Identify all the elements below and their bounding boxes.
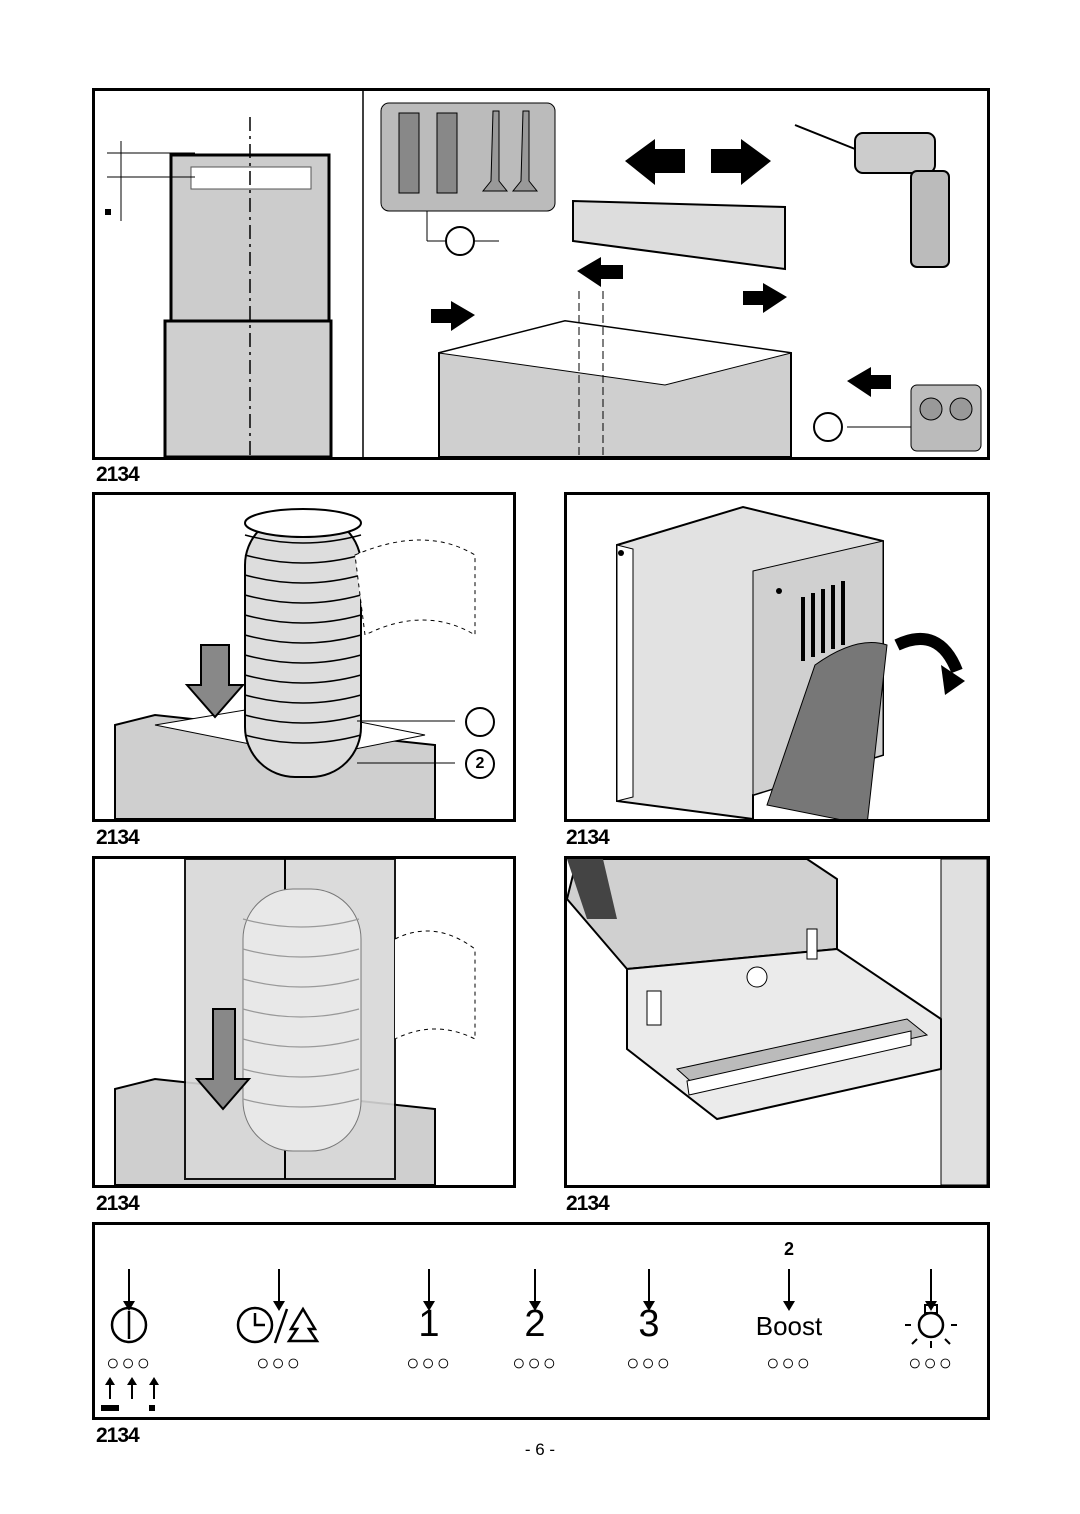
led-indicators: ○○○ <box>256 1350 302 1375</box>
led-indicators: ○○○ <box>908 1350 954 1375</box>
figure-1-label: 2134 <box>96 463 140 486</box>
power-icon[interactable] <box>92 1303 189 1349</box>
speed-2-button[interactable]: 2 <box>524 1303 546 1345</box>
panel-col-power: ○○○ <box>92 1225 189 1415</box>
down-arrow-icon <box>783 1269 795 1311</box>
light-bulb-icon[interactable] <box>871 1303 990 1349</box>
panel-col-speed-3: 3 ○○○ <box>589 1225 709 1415</box>
speed-1-button[interactable]: 1 <box>418 1303 440 1345</box>
panel-col-speed-1: 1 ○○○ <box>369 1225 489 1415</box>
figure-2-frame: 2 <box>92 492 516 822</box>
figure-5-label: 2134 <box>566 1192 610 1215</box>
timer-fan-icon[interactable] <box>219 1303 339 1349</box>
led-indicators: ○○○ <box>626 1350 672 1375</box>
callout-b <box>813 412 843 442</box>
panel-col-boost: 2 Boost ○○○ <box>729 1225 849 1415</box>
up-arrows-icon <box>101 1377 159 1411</box>
col-key: 2 <box>783 1239 794 1259</box>
figure-2-label: 2134 <box>96 826 140 849</box>
callout-2: 2 <box>465 749 495 779</box>
callout-a <box>445 226 475 256</box>
boost-button[interactable]: Boost <box>755 1311 823 1341</box>
led-indicators: ○○○ <box>512 1350 558 1375</box>
led-indicators: ○○○ <box>106 1350 152 1375</box>
down-arrow-icon <box>423 1269 435 1311</box>
figure-5-frame <box>564 856 990 1188</box>
figure-6-label: 2134 <box>96 1424 140 1447</box>
down-arrow-icon <box>529 1269 541 1311</box>
control-panel-frame: ○○○ ○○○ 1 ○○○ 2 ○○○ 3 ○○○ <box>92 1222 990 1420</box>
figure-3-label: 2134 <box>566 826 610 849</box>
down-arrow-icon <box>643 1269 655 1311</box>
figure-2-illustration <box>114 508 476 819</box>
down-arrow-icon <box>273 1269 285 1311</box>
figure-3-illustration <box>616 505 965 819</box>
figure-4-label: 2134 <box>96 1192 140 1215</box>
led-indicators: ○○○ <box>406 1350 452 1375</box>
panel-col-light: ○○○ <box>871 1225 990 1415</box>
panel-col-speed-2: 2 ○○○ <box>475 1225 595 1415</box>
down-arrow-icon <box>123 1269 135 1311</box>
led-indicators: ○○○ <box>766 1350 812 1375</box>
figure-4-illustration <box>114 859 476 1185</box>
figure-5-illustration <box>567 859 987 1185</box>
speed-3-button[interactable]: 3 <box>638 1303 660 1345</box>
callout-1 <box>465 707 495 737</box>
figure-4-frame <box>92 856 516 1188</box>
figure-1-frame <box>92 88 990 460</box>
page-number: - 6 - <box>524 1440 556 1459</box>
figure-3-frame <box>564 492 990 822</box>
figure-1-illustration <box>105 91 982 457</box>
panel-col-timer: ○○○ <box>219 1225 339 1415</box>
